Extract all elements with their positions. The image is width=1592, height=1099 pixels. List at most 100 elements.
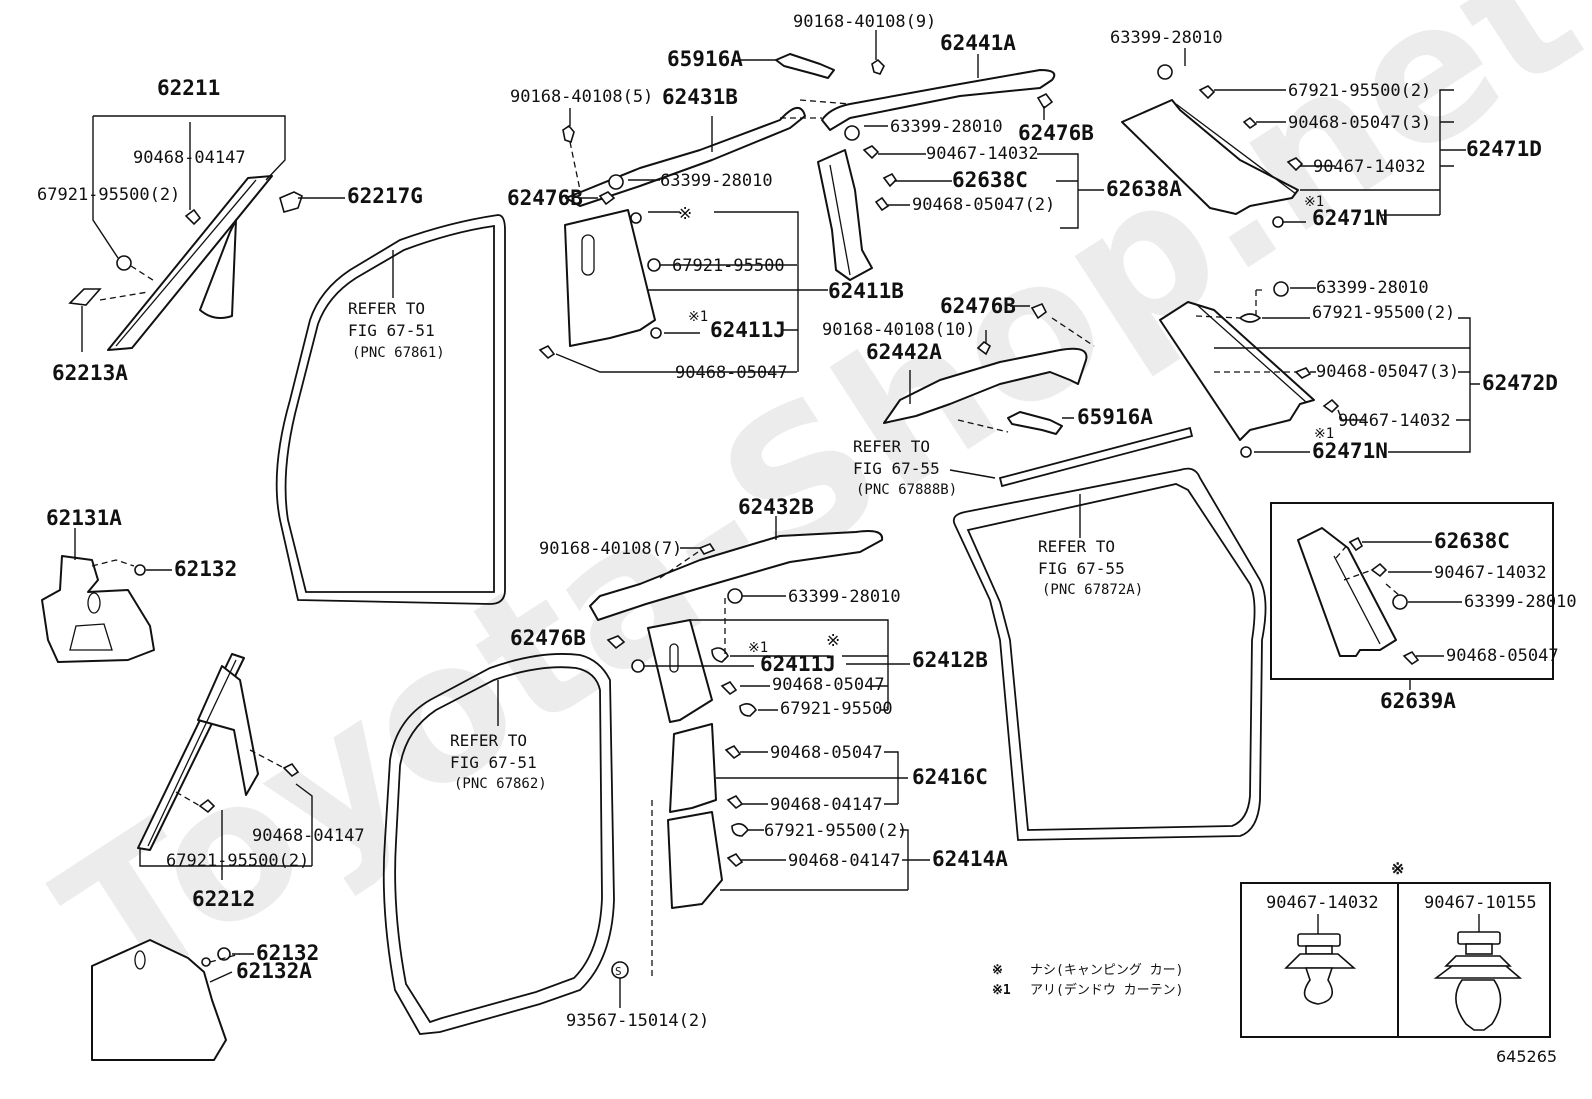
clip-63399-28010-d[interactable] [1273,281,1289,297]
weatherstrip-front-lower[interactable] [382,653,615,1035]
clip-62471N-a[interactable] [1272,216,1284,228]
clip-62476B-mid[interactable] [1030,302,1048,320]
label-90168-40108-5[interactable]: 90168-40108(5) [510,87,653,107]
clip-67921-95500-a[interactable] [647,258,661,272]
label-62212[interactable]: 62212 [192,887,255,911]
label-62414A[interactable]: 62414A [932,847,1008,871]
clip-62471N-b[interactable] [1240,446,1252,458]
label-62476B-low[interactable]: 62476B [510,626,586,650]
part-62411B-pillar-garnish[interactable] [564,209,656,347]
clip-90467-14032-a[interactable] [862,145,880,160]
clip-67921-95500-2-b[interactable] [1238,313,1262,323]
clip-67921-95500-2-d[interactable] [198,798,216,814]
part-62442A-roof-rail[interactable] [883,347,1088,424]
clip-90468-04147[interactable] [184,208,202,226]
label-90468-04147-c[interactable]: 90468-04147 [252,826,365,846]
clip-63399-28010-c[interactable] [1157,64,1173,80]
label-90168-40108-7[interactable]: 90168-40108(7) [539,539,682,559]
label-62132A[interactable]: 62132A [236,959,312,983]
clip-62132-b[interactable] [217,947,231,961]
clip-90468-04147-b[interactable] [726,852,744,868]
label-62638A[interactable]: 62638A [1106,177,1182,201]
clip-90468-05047-c[interactable] [724,744,742,760]
clip-62132A-mount[interactable] [201,957,211,967]
label-63399-28010-b[interactable]: 63399-28010 [660,171,773,191]
clip-63399-28010-f[interactable] [1392,594,1408,610]
clip-62132-a[interactable] [134,564,146,576]
clip-62411J-b[interactable] [631,659,645,673]
clip-90168-40108-10[interactable] [976,340,992,356]
label-62638C-a[interactable]: 62638C [952,168,1028,192]
label-62217G[interactable]: 62217G [347,184,423,208]
label-62411J-b[interactable]: 62411J [760,652,836,676]
clip-90468-05047-a[interactable] [538,344,556,360]
label-90468-04147[interactable]: 90468-04147 [133,148,246,168]
label-65916A-top[interactable]: 65916A [667,47,743,71]
label-90468-04147-a[interactable]: 90468-04147 [770,795,883,815]
refer-front-upper-line2[interactable]: FIG 67-51 [348,321,435,340]
label-63399-28010-a[interactable]: 63399-28010 [890,117,1003,137]
label-62639A[interactable]: 62639A [1380,689,1456,713]
label-90468-05047-b[interactable]: 90468-05047 [772,675,885,695]
clip-90468-05047-3-a[interactable] [1242,116,1258,130]
clip-90168-40108-5[interactable] [562,124,575,144]
label-62416C[interactable]: 62416C [912,765,988,789]
label-90468-05047-d[interactable]: 90468-05047 [1446,646,1559,666]
label-67921-95500-b[interactable]: 67921-95500 [780,699,893,719]
label-93567-15014-2[interactable]: 93567-15014(2) [566,1011,709,1031]
clip-62411J-a[interactable] [650,327,662,339]
clip-62638C-b[interactable] [1348,536,1364,552]
label-65916A-mid[interactable]: 65916A [1077,405,1153,429]
label-90168-40108-9[interactable]: 90168-40108(9) [793,12,936,32]
label-90168-40108-10[interactable]: 90168-40108(10) [822,320,976,340]
part-62132A-cowl-side-trim[interactable] [91,939,227,1061]
label-67921-95500-2-d[interactable]: 67921-95500(2) [166,851,309,871]
label-62476B-top[interactable]: 62476B [1018,121,1094,145]
label-90468-04147-b[interactable]: 90468-04147 [788,851,901,871]
label-67921-95500-a[interactable]: 67921-95500 [672,256,785,276]
clip-67921-95500-2-c[interactable] [731,822,750,837]
label-62211[interactable]: 62211 [157,76,220,100]
label-63399-28010-f[interactable]: 63399-28010 [1464,592,1577,612]
clip-90168-40108-9[interactable] [871,58,885,75]
part-62638A-pillar-garnish[interactable] [817,149,873,281]
part-62431B-roof-side-rail[interactable] [565,107,806,207]
label-63399-28010-e[interactable]: 63399-28010 [788,587,901,607]
part-62212-a-pillar-garnish[interactable] [137,653,259,851]
part-62211-a-pillar-garnish[interactable] [107,175,273,351]
label-62476B-mid[interactable]: 62476B [940,294,1016,318]
clip-62638C-a[interactable] [882,172,898,188]
label-62441A[interactable]: 62441A [940,31,1016,55]
clip-62476B-top[interactable] [1036,92,1054,110]
part-62412B-pillar-garnish[interactable] [647,619,713,723]
part-62416C-pillar-garnish[interactable] [669,723,717,813]
label-67921-95500-2-a[interactable]: 67921-95500(2) [1288,81,1431,101]
part-62213A[interactable] [68,288,102,306]
clip-detail-item-90467-10155[interactable]: 90467-10155 [1424,893,1537,1031]
clip-90467-14032-c[interactable] [1322,398,1340,414]
part-65916A-top[interactable] [775,53,835,79]
label-90467-14032-b[interactable]: 90467-14032 [1313,157,1426,177]
part-62639A-pillar-garnish[interactable] [1297,527,1397,657]
clip-90468-05047-2[interactable] [874,196,890,212]
label-62412B[interactable]: 62412B [912,648,988,672]
label-62432B[interactable]: 62432B [738,495,814,519]
label-90468-05047-3-b[interactable]: 90468-05047(3) [1316,362,1459,382]
label-90467-14032-d[interactable]: 90467-14032 [1434,563,1547,583]
part-62441A-roof-side-rail[interactable] [821,69,1056,131]
label-67921-95500-2[interactable]: 67921-95500(2) [37,185,180,205]
clip-detail-label-2[interactable]: 90467-10155 [1424,893,1537,913]
part-62131A-cowl-side-trim[interactable] [41,555,155,663]
clip-62476B-low[interactable] [606,635,626,650]
label-62442A[interactable]: 62442A [866,340,942,364]
label-62411J-a[interactable]: 62411J [710,318,786,342]
label-90468-05047-2[interactable]: 90468-05047(2) [912,195,1055,215]
label-62132-a[interactable]: 62132 [174,557,237,581]
label-62638C-b[interactable]: 62638C [1434,529,1510,553]
refer-rear-door-line2[interactable]: FIG 67-55 [1038,559,1125,578]
label-90468-05047-3-a[interactable]: 90468-05047(3) [1288,113,1431,133]
label-62471N-a[interactable]: 62471N [1312,206,1388,230]
clip-90468-05047-3-b[interactable] [1294,367,1312,379]
clip-62476B-left[interactable] [598,191,616,206]
part-65916A-mid[interactable] [1007,411,1063,435]
